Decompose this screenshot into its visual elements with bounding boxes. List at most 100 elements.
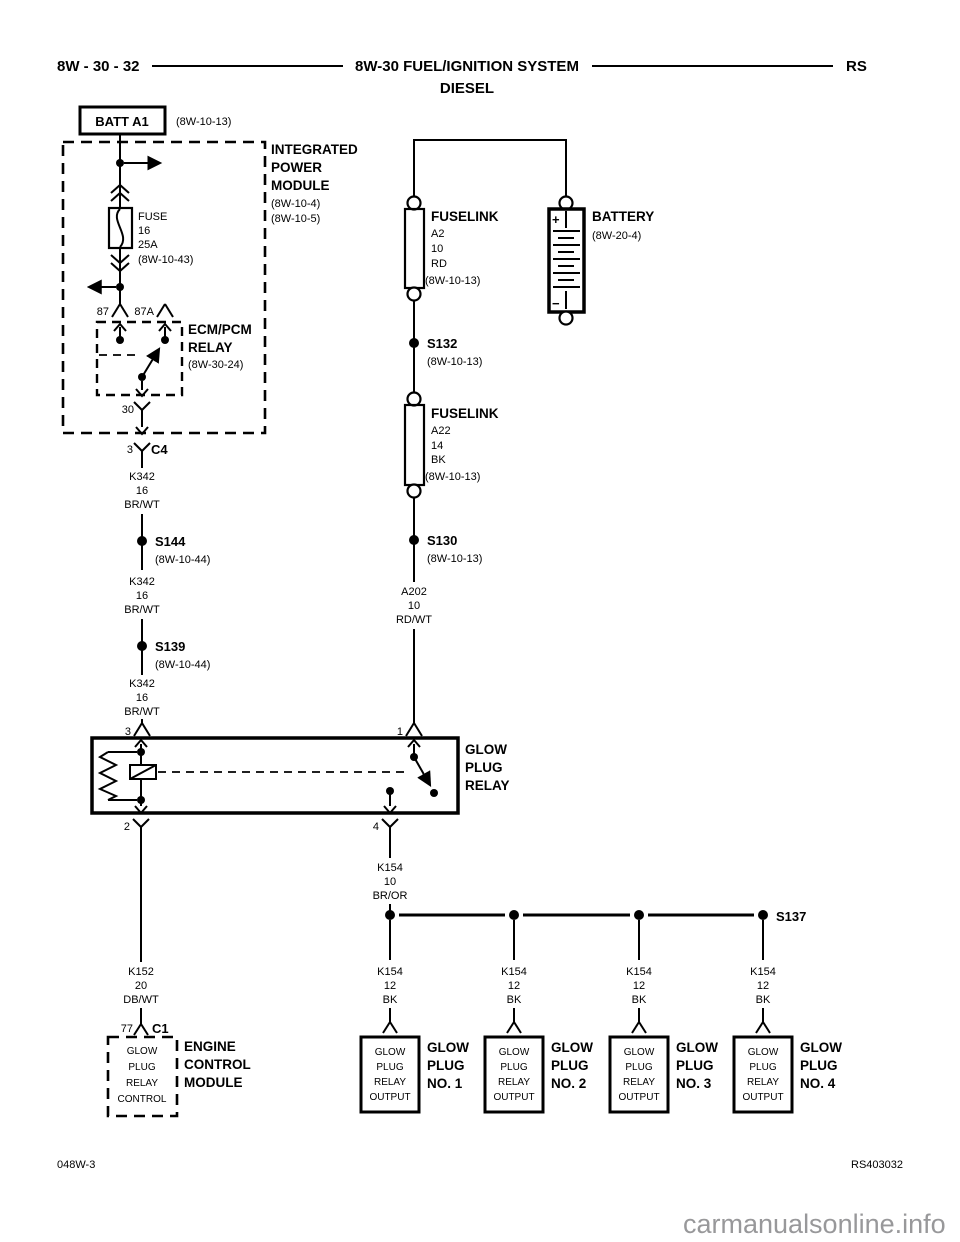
battery-feed-wires	[413, 139, 567, 197]
junction-dot	[116, 283, 124, 291]
glow-plug-name-3: NO. 4	[800, 1076, 836, 1091]
splice-ref: (8W-10-44)	[155, 659, 210, 671]
box-line-1: GLOW	[624, 1047, 655, 1058]
glow-plug-name-2: PLUG	[551, 1058, 589, 1073]
splice-ref: (8W-10-44)	[155, 554, 210, 566]
fuselink-a2: FUSELINK A2 10 RD (8W-10-13)	[403, 195, 499, 302]
splice-dot	[758, 910, 768, 920]
wire-id: A202	[401, 586, 427, 598]
ipm-name-3: MODULE	[271, 178, 330, 193]
c4-pin-label: 3	[127, 444, 133, 456]
box-line-4: OUTPUT	[742, 1092, 783, 1103]
splice-s137-bus: S137	[385, 909, 806, 924]
c1-name: C1	[152, 1021, 169, 1036]
fuselink-gauge: 14	[431, 440, 443, 452]
relay-coil-circuit	[97, 738, 157, 815]
battery-plus-sign: +	[552, 212, 560, 227]
connector-c4: 3 C4	[127, 442, 168, 460]
pin-1-entry-arrow-icon	[407, 738, 421, 748]
ipm-ref-2: (8W-10-5)	[271, 213, 320, 225]
ecm-box-line-2: PLUG	[128, 1062, 155, 1073]
wire-id: K154	[626, 966, 652, 978]
wire-gauge: 16	[136, 485, 148, 497]
splice-ref: (8W-10-13)	[427, 356, 482, 368]
wire-gauge: 12	[508, 980, 520, 992]
pin-4-label: 4	[373, 821, 379, 833]
fuse-name: FUSE	[138, 211, 167, 223]
watermark: carmanualsonline.info	[683, 1209, 946, 1239]
wire-gauge: 20	[135, 980, 147, 992]
fuselink-color: BK	[431, 454, 446, 466]
relay-contact-87	[113, 322, 127, 344]
junction-dot	[116, 159, 124, 167]
splice-dot	[409, 535, 419, 545]
glow-plug-4-branch: K154 12 BK GLOW PLUG RELAY OUTPUT GLOW P…	[732, 920, 842, 1114]
battery-name: BATTERY	[592, 209, 654, 224]
relay-dashed-box	[95, 320, 184, 397]
box-line-4: OUTPUT	[618, 1092, 659, 1103]
batt-a1-box	[78, 105, 167, 136]
fuselink-name: FUSELINK	[431, 406, 499, 421]
glow-plug-relay-box	[90, 736, 460, 815]
fuselink-name: FUSELINK	[431, 209, 499, 224]
ecm-name-1: ENGINE	[184, 1039, 236, 1054]
terminal-circle	[406, 483, 422, 499]
fuselink-id: A22	[431, 425, 451, 437]
wire-id: K342	[129, 576, 155, 588]
batt-a1-ref: (8W-10-13)	[176, 116, 231, 128]
glow-plug-name-1: GLOW	[551, 1040, 593, 1055]
switch-blade-icon	[413, 756, 432, 787]
splice-s139: S139 (8W-10-44)	[137, 639, 210, 671]
pin-30-exit-arrow-icon	[135, 388, 149, 398]
wire-id: K342	[129, 471, 155, 483]
splice-dot	[634, 910, 644, 920]
ecm-name-3: MODULE	[184, 1075, 243, 1090]
c1-connector-icon	[133, 1017, 149, 1036]
page-code: 8W - 30 - 32	[57, 58, 140, 75]
pin-2-exit-arrow-icon	[134, 805, 148, 815]
glow-relay-name-1: GLOW	[465, 742, 507, 757]
glow-plug-name-3: NO. 1	[427, 1076, 463, 1091]
glow-plug-box	[483, 1035, 545, 1114]
wire-gauge: 10	[408, 600, 420, 612]
wire-color: BR/WT	[124, 604, 160, 616]
box-line-1: GLOW	[499, 1047, 530, 1058]
box-line-2: PLUG	[500, 1062, 527, 1073]
box-line-3: RELAY	[747, 1077, 779, 1088]
footer-left: 048W-3	[57, 1159, 95, 1171]
glow-relay-name-3: RELAY	[465, 778, 510, 793]
wire-gauge: 10	[384, 876, 396, 888]
box-line-2: PLUG	[625, 1062, 652, 1073]
glow-plug-name-1: GLOW	[800, 1040, 842, 1055]
fuselink-ref: (8W-10-13)	[425, 275, 480, 287]
region-code: RS	[846, 58, 867, 75]
glow-plug-connector-icon	[755, 1008, 771, 1034]
ecm-box-line-4: CONTROL	[118, 1094, 167, 1105]
coil-diagonal-icon	[129, 764, 157, 780]
glow-plug-name-3: NO. 2	[551, 1076, 586, 1091]
ipm-ref-1: (8W-10-4)	[271, 198, 320, 210]
glow-plug-name-3: NO. 3	[676, 1076, 712, 1091]
splice-dot	[409, 338, 419, 348]
relay-ref: (8W-30-24)	[188, 359, 243, 371]
splice-s144: S144 (8W-10-44)	[137, 534, 210, 566]
ecm-pcm-relay: 87 87A ECM/PCM RELAY (8W-30-24) 30	[95, 303, 252, 436]
fuse-rating: 25A	[138, 239, 158, 251]
pin-4-exit-arrow-icon	[383, 805, 397, 815]
junction-dot	[137, 796, 145, 804]
ipm-exit-arrow-icon	[135, 426, 149, 436]
pin-4-connector-icon	[381, 818, 399, 838]
splice-dot	[137, 536, 147, 546]
batt-a1-label: BATT A1	[95, 114, 148, 129]
splice-name: S132	[427, 336, 457, 351]
box-line-1: GLOW	[748, 1047, 779, 1058]
box-line-3: RELAY	[623, 1077, 655, 1088]
ecm-dashed-box	[106, 1035, 179, 1118]
battery-cells-icon	[553, 211, 580, 309]
box-line-4: OUTPUT	[369, 1092, 410, 1103]
relay-name-1: ECM/PCM	[188, 322, 252, 337]
pin-30-label: 30	[122, 404, 134, 416]
